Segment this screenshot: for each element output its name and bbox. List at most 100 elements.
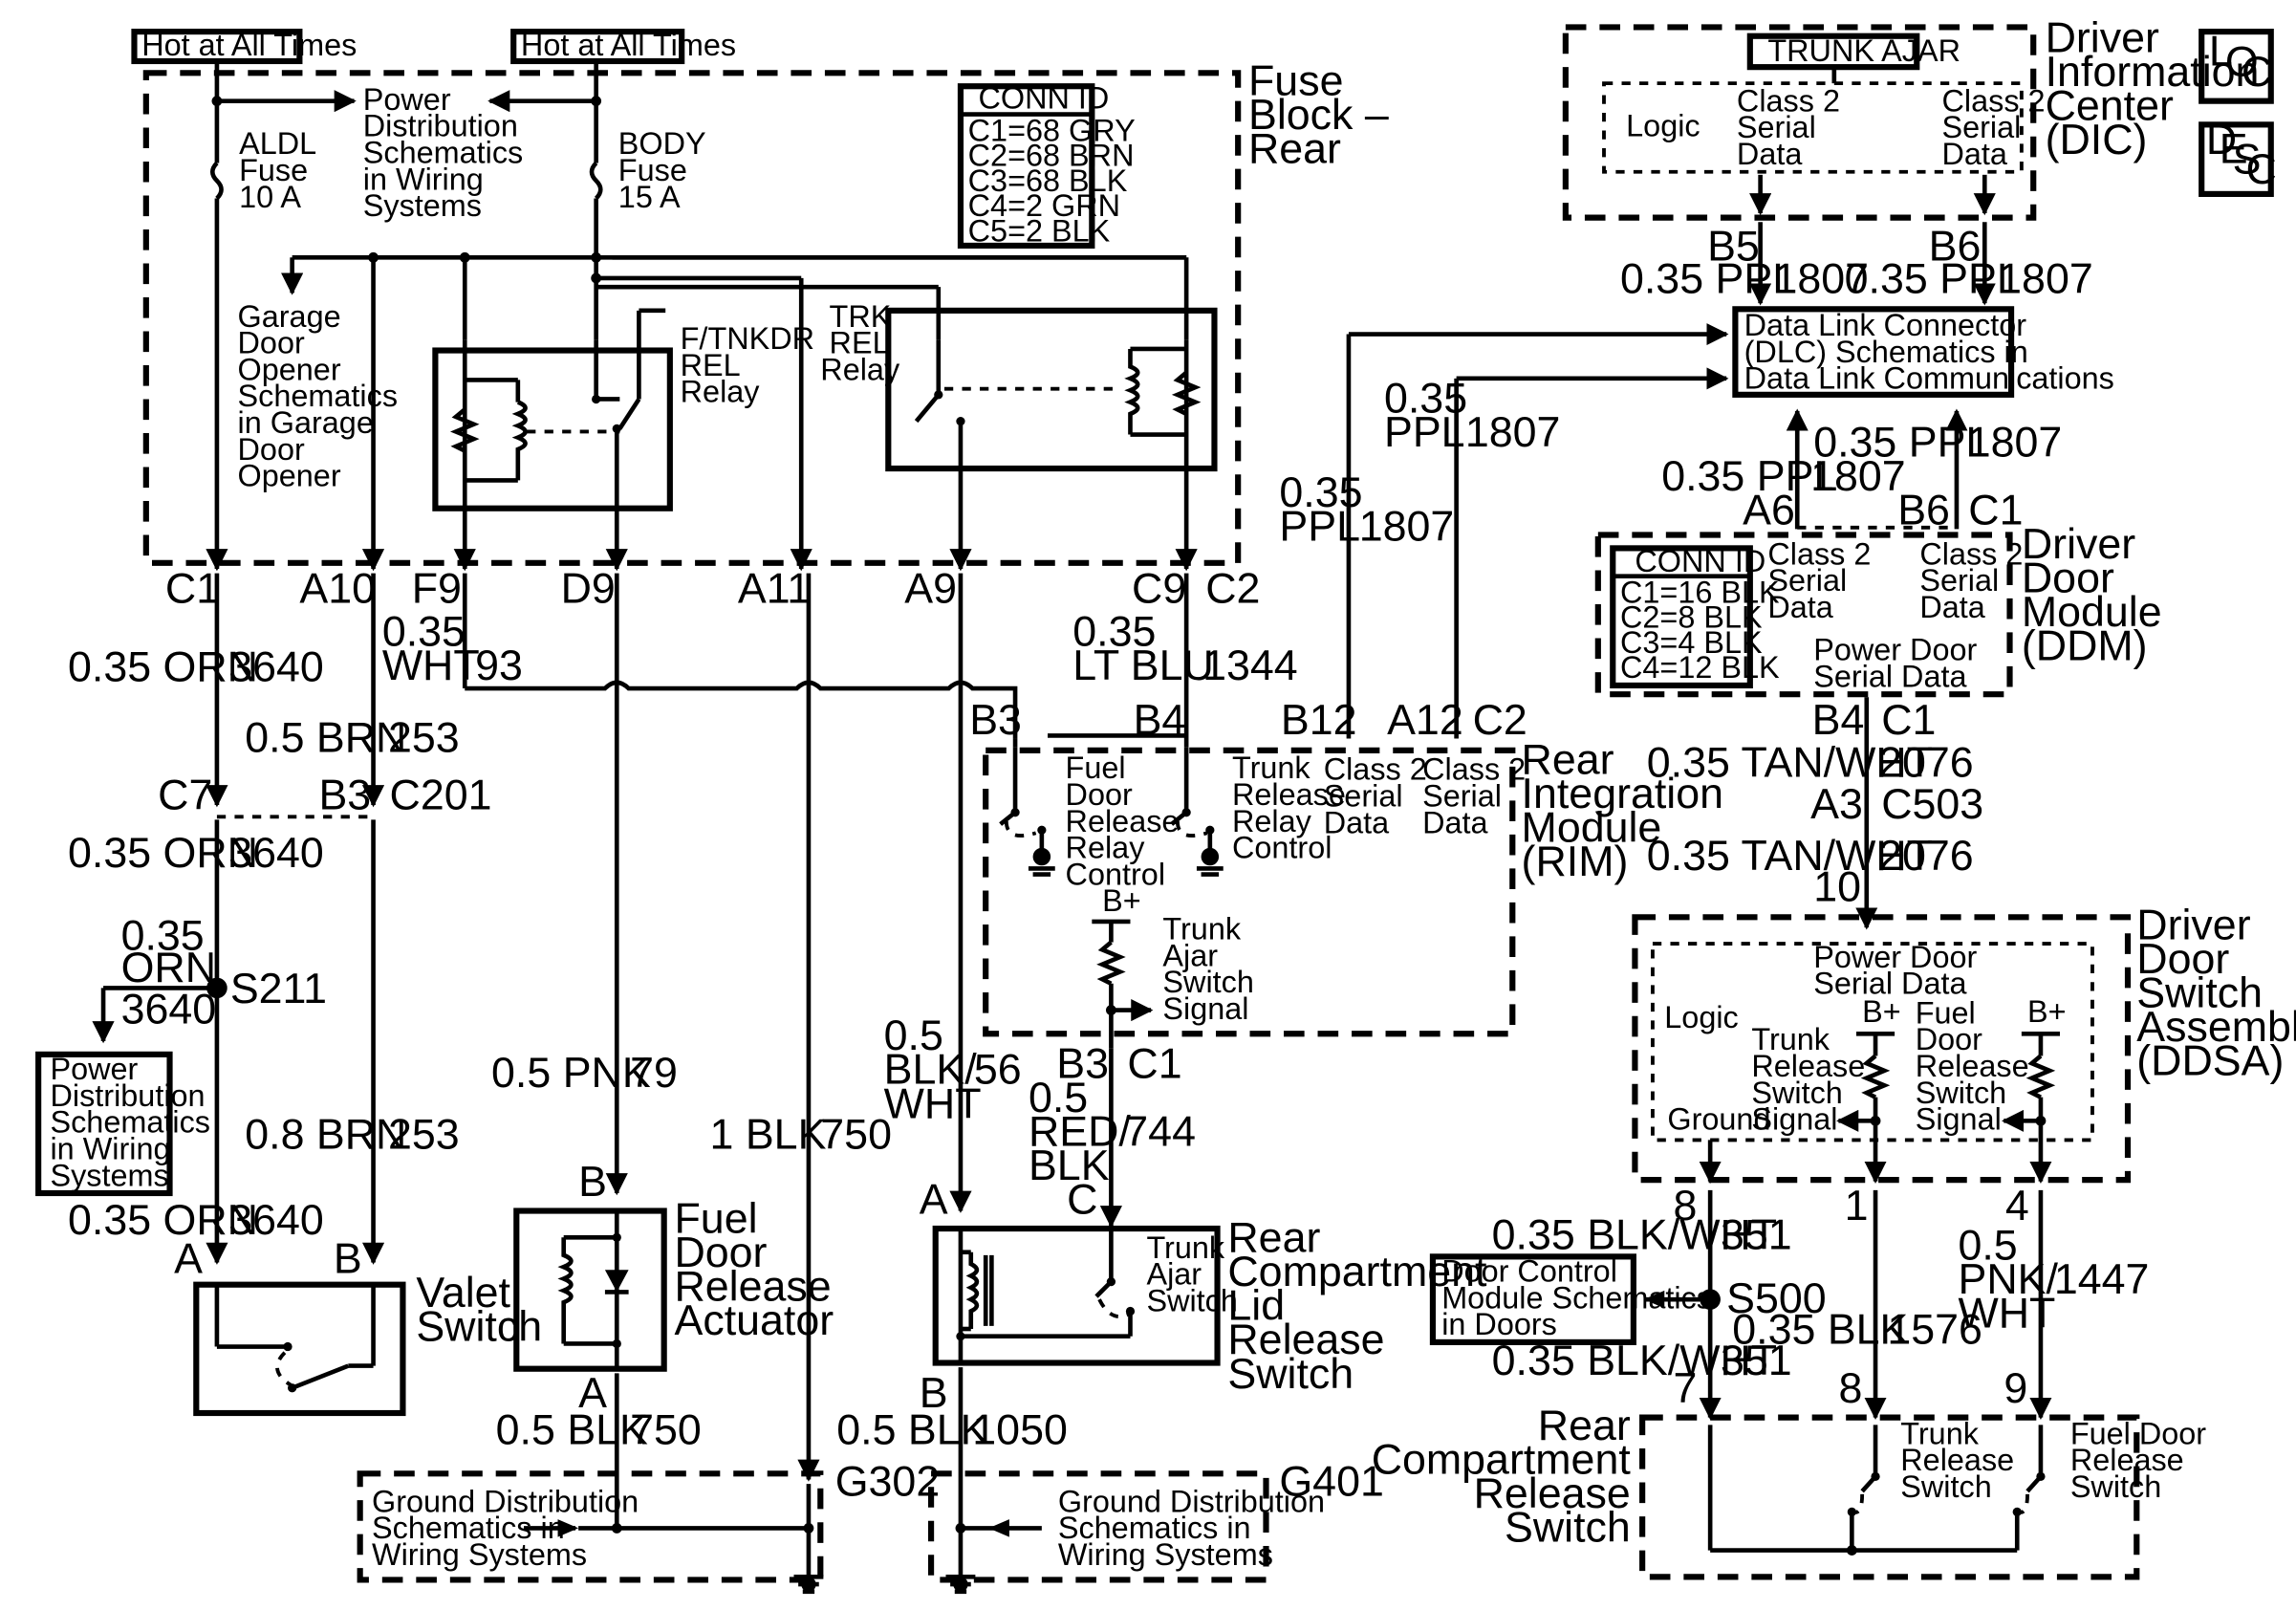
body-fuse: BODY Fuse 15 A [589, 60, 706, 340]
wire-pnk-79: 0.5 PNK 79 [491, 1049, 678, 1097]
svg-text:Fuel Door: Fuel Door [2070, 1416, 2206, 1450]
svg-text:(DDSA): (DDSA) [2136, 1036, 2284, 1084]
svg-text:Serial: Serial [1919, 563, 1999, 598]
svg-text:REL: REL [830, 326, 890, 360]
svg-text:C: C [2246, 145, 2277, 193]
svg-text:Trunk: Trunk [1162, 911, 1241, 946]
svg-text:Door: Door [674, 1229, 767, 1276]
wire-wht-93: 0.35 WHT 93 [382, 607, 523, 689]
svg-text:B+: B+ [1862, 994, 1901, 1029]
svg-text:Power Door: Power Door [1813, 633, 1977, 667]
desc-badge: D E S C [2199, 116, 2277, 197]
svg-text:A12: A12 [1387, 696, 1463, 744]
svg-text:Release: Release [1751, 1049, 1865, 1083]
svg-text:0.35 PPL: 0.35 PPL [1813, 419, 1989, 467]
svg-text:A: A [174, 1234, 203, 1282]
svg-text:Module: Module [2022, 588, 2162, 636]
svg-text:Schematics in: Schematics in [1058, 1511, 1251, 1545]
svg-text:S211: S211 [230, 965, 327, 1012]
svg-text:PNK/: PNK/ [1958, 1255, 2058, 1303]
svg-text:1807: 1807 [1774, 254, 1870, 302]
rear-integration-module: B3 B4 B12 A12 C2 Fuel Door Release Relay… [969, 696, 1723, 1088]
svg-text:750: 750 [820, 1111, 892, 1159]
garage-door-opener-label: Garage Door Opener Schematics in Garage … [238, 299, 399, 493]
svg-text:C2=8 BLK: C2=8 BLK [1620, 600, 1763, 635]
svg-text:E: E [2220, 124, 2248, 172]
svg-text:253: 253 [388, 1111, 460, 1159]
svg-text:PPL: PPL [1384, 408, 1465, 456]
dic-wires: B5 B6 0.35 PPL 1807 0.35 PPL 1807 [1620, 222, 2093, 302]
svg-text:744: 744 [1124, 1108, 1196, 1156]
svg-text:Hot at All Times: Hot at All Times [521, 28, 736, 62]
svg-text:C3=4 BLK: C3=4 BLK [1620, 625, 1763, 660]
svg-text:Serial: Serial [1942, 110, 2022, 144]
wire-ppl-1807-mid: 0.35 PPL 1807 [1384, 374, 1560, 456]
svg-text:A3: A3 [1810, 780, 1863, 828]
svg-text:Switch: Switch [1146, 1283, 1237, 1317]
svg-text:9: 9 [2004, 1364, 2027, 1412]
svg-text:C1: C1 [1968, 487, 2023, 534]
svg-text:0.5 BRN: 0.5 BRN [245, 713, 406, 761]
svg-text:Data: Data [1737, 137, 1803, 171]
svg-text:B: B [578, 1158, 607, 1206]
svg-text:0.35: 0.35 [1384, 374, 1467, 422]
valet-switch: A B Valet Switch [174, 1234, 542, 1417]
svg-text:A11: A11 [738, 565, 811, 613]
svg-text:1447: 1447 [2054, 1255, 2150, 1303]
svg-text:(DLC) Schematics in: (DLC) Schematics in [1744, 335, 2028, 369]
svg-text:Driver: Driver [2022, 520, 2135, 568]
svg-text:Switch: Switch [1227, 1350, 1354, 1398]
svg-text:Release: Release [1227, 1316, 1384, 1363]
svg-text:0.35 PPL: 0.35 PPL [1620, 254, 1796, 302]
svg-text:Serial: Serial [1767, 563, 1847, 598]
svg-text:0.35 ORN: 0.35 ORN [68, 1196, 258, 1244]
wire-orn-3640-c: 0.35 ORN 3640 [68, 1196, 324, 1244]
svg-text:Systems: Systems [363, 188, 482, 223]
svg-text:Serial: Serial [1737, 110, 1816, 144]
ground-distribution-g401: Ground Distribution Schematics in Wiring… [927, 1457, 1384, 1595]
svg-text:(RIM): (RIM) [1522, 838, 1629, 885]
svg-text:Serial Data: Serial Data [1813, 660, 1967, 694]
svg-text:Switch: Switch [1162, 965, 1253, 999]
svg-text:351: 351 [1721, 1211, 1792, 1259]
wire-ltblu-1344: 0.35 LT BLU 1344 [1072, 607, 1297, 689]
svg-text:BLK: BLK [1029, 1142, 1110, 1189]
svg-text:Class 2: Class 2 [1324, 752, 1427, 787]
svg-text:2076: 2076 [1878, 739, 1974, 787]
fuse-block-rear-outline [142, 70, 1242, 566]
svg-text:C2=68 BRN: C2=68 BRN [968, 139, 1135, 173]
svg-text:Signal: Signal [1751, 1102, 1837, 1137]
svg-text:CONN ID: CONN ID [978, 80, 1109, 115]
svg-text:Door: Door [1916, 1022, 1982, 1056]
svg-text:Trunk: Trunk [1900, 1416, 1979, 1450]
svg-text:Signal: Signal [1162, 991, 1248, 1026]
svg-text:0.5: 0.5 [1958, 1221, 2017, 1269]
fuel-door-release-actuator: B Fuel Door Release Actuator A [513, 1158, 834, 1417]
svg-text:G401: G401 [1279, 1457, 1383, 1505]
svg-text:Class 2: Class 2 [1767, 536, 1871, 571]
trk-rel-relay: TRK REL Relay [820, 299, 1218, 572]
svg-text:56: 56 [974, 1046, 1022, 1094]
ddm-up-wires: 0.35 PPL 1807 0.35 PPL 1807 A6 B6 C1 [1661, 419, 2062, 534]
svg-text:Wiring Systems: Wiring Systems [372, 1537, 587, 1572]
svg-text:Relay: Relay [681, 375, 761, 409]
hot-at-all-times-right: Hot at All Times [510, 28, 736, 65]
svg-text:Trunk: Trunk [1751, 1022, 1830, 1056]
svg-text:Relay: Relay [1232, 804, 1312, 838]
svg-text:0.35 ORN: 0.35 ORN [68, 829, 258, 877]
svg-text:Data: Data [1919, 590, 1985, 624]
svg-text:B6: B6 [1929, 222, 1982, 270]
svg-text:0.5 PNK: 0.5 PNK [491, 1049, 651, 1097]
svg-text:3640: 3640 [228, 829, 324, 877]
svg-text:in Garage: in Garage [238, 405, 374, 440]
svg-text:79: 79 [630, 1049, 678, 1097]
svg-text:4: 4 [2005, 1182, 2029, 1229]
svg-text:L: L [2209, 28, 2233, 76]
svg-text:Opener: Opener [238, 352, 341, 386]
svg-text:C5=2 BLK: C5=2 BLK [968, 213, 1111, 248]
svg-text:0.35: 0.35 [121, 911, 205, 959]
svg-text:REL: REL [681, 348, 741, 382]
svg-text:Driver: Driver [2136, 901, 2250, 948]
svg-text:C4=12 BLK: C4=12 BLK [1620, 650, 1780, 685]
svg-text:in Doors: in Doors [1441, 1307, 1557, 1341]
